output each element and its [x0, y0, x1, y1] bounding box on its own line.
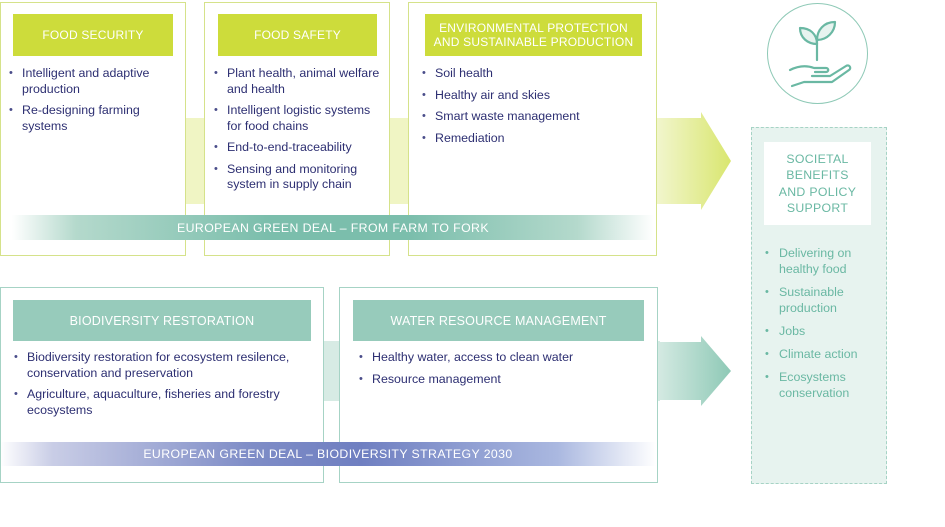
- biodiversity-strategy-banner: EUROPEAN GREEN DEAL – BIODIVERSITY STRAT…: [0, 442, 656, 466]
- list-item: Sustainable production: [765, 284, 883, 316]
- arrow-right-icon: [655, 112, 731, 210]
- environmental-header: ENVIRONMENTAL PROTECTION AND SUSTAINABLE…: [425, 14, 642, 56]
- food-safety-header: FOOD SAFETY: [218, 14, 377, 56]
- list-item: Healthy water, access to clean water: [359, 350, 649, 366]
- biodiversity-header: BIODIVERSITY RESTORATION: [13, 300, 311, 341]
- plant-in-hand-icon: [767, 3, 868, 104]
- list-item: Agriculture, aquaculture, fisheries and …: [14, 387, 318, 418]
- biodiversity-list: Biodiversity restoration for ecosystem r…: [14, 350, 318, 424]
- list-item: End-to-end-traceability: [214, 140, 386, 156]
- list-item: Intelligent logistic systems for food ch…: [214, 103, 386, 134]
- list-item: Intelligent and adaptive production: [9, 66, 179, 97]
- list-item: Resource management: [359, 372, 649, 388]
- food-safety-list: Plant health, animal welfare and health …: [214, 66, 386, 199]
- list-item: Re-designing farming systems: [9, 103, 179, 134]
- list-item: Soil health: [422, 66, 647, 82]
- environmental-header-line2: AND SUSTAINABLE PRODUCTION: [433, 35, 634, 49]
- list-item: Remediation: [422, 131, 647, 147]
- societal-header-line: SOCIETAL: [786, 151, 849, 166]
- list-item: Delivering on healthy food: [765, 245, 883, 277]
- food-security-list: Intelligent and adaptive production Re-d…: [9, 66, 179, 140]
- list-item: Climate action: [765, 346, 883, 362]
- societal-header: SOCIETAL BENEFITS AND POLICY SUPPORT: [764, 142, 871, 225]
- list-item: Ecosystems conservation: [765, 369, 883, 401]
- water-list: Healthy water, access to clean water Res…: [359, 350, 649, 393]
- environmental-header-line1: ENVIRONMENTAL PROTECTION: [439, 21, 628, 35]
- list-item: Jobs: [765, 323, 883, 339]
- list-item: Healthy air and skies: [422, 88, 647, 104]
- list-item: Sensing and monitoring system in supply …: [214, 162, 386, 193]
- societal-header-line: BENEFITS: [786, 168, 849, 182]
- list-item: Smart waste management: [422, 109, 647, 125]
- societal-header-line: SUPPORT: [786, 201, 849, 215]
- water-header: WATER RESOURCE MANAGEMENT: [353, 300, 644, 341]
- list-item: Biodiversity restoration for ecosystem r…: [14, 350, 318, 381]
- arrow-right-icon: [655, 336, 731, 406]
- environmental-list: Soil health Healthy air and skies Smart …: [422, 66, 647, 152]
- societal-list: Delivering on healthy food Sustainable p…: [765, 245, 883, 408]
- list-item: Plant health, animal welfare and health: [214, 66, 386, 97]
- farm-to-fork-banner: EUROPEAN GREEN DEAL – FROM FARM TO FORK: [12, 215, 654, 240]
- food-security-header: FOOD SECURITY: [13, 14, 173, 56]
- societal-header-line: AND POLICY: [778, 184, 857, 199]
